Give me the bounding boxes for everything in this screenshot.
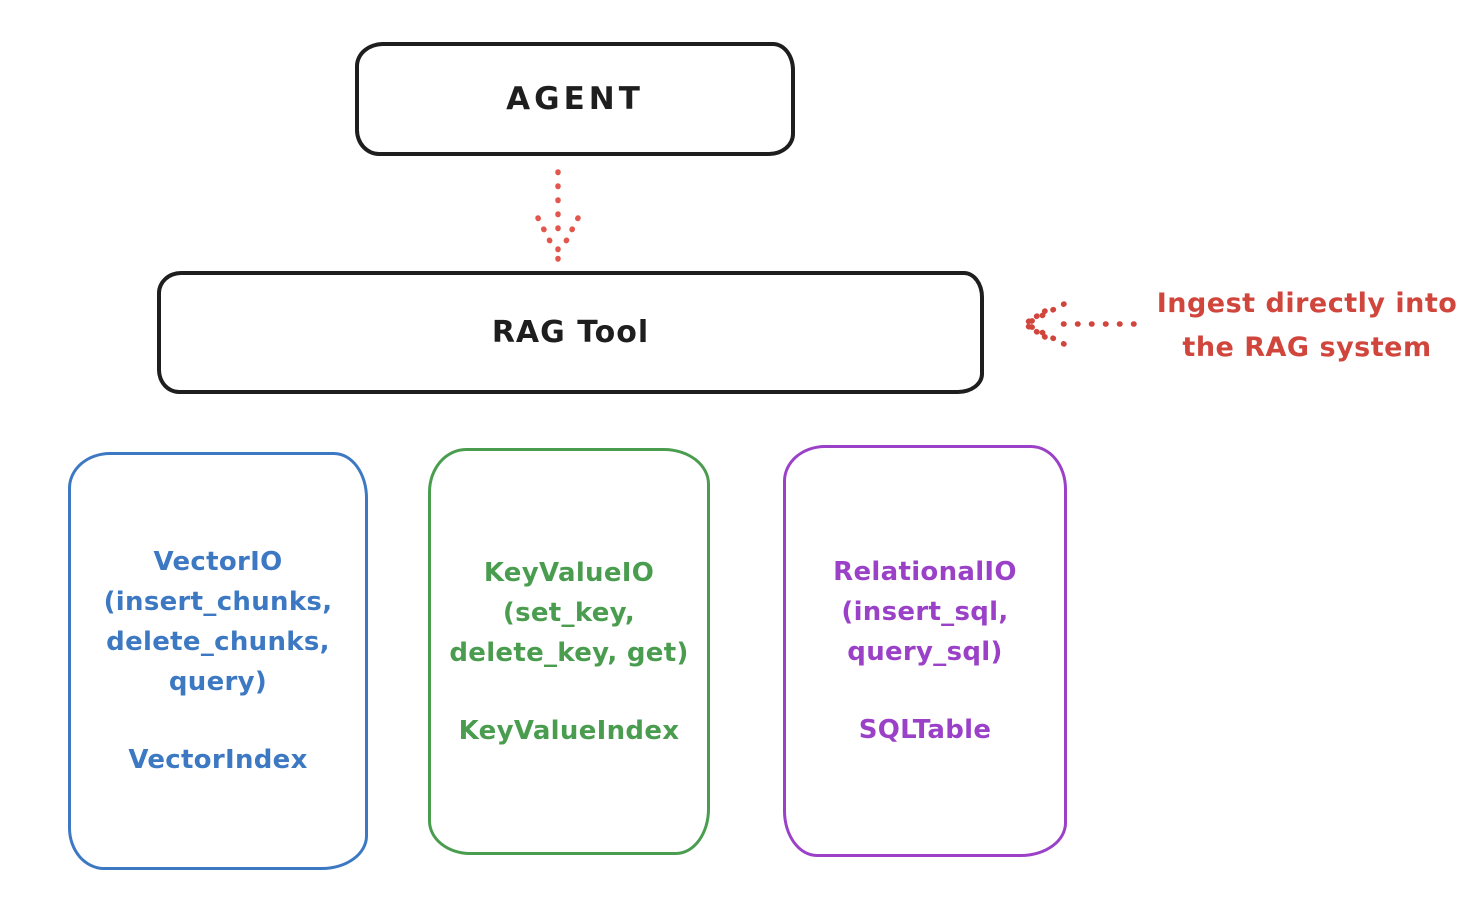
key-value-index-label: KeyValueIndex [458,715,680,746]
ingest-annotation-line1: Ingest directly into [1156,288,1458,319]
vector-io-methods: VectorIO (insert_chunks, delete_chunks, … [104,542,333,702]
store-text-line: RelationalIO [833,557,1017,587]
store-text-line: KeyValueIO [483,557,655,588]
store-text-line: (insert_sql, [841,597,1009,627]
store-text-line: delete_key, get) [449,637,689,668]
store-text-line: VectorIO [153,547,283,577]
agent-node: AGENT [355,42,795,156]
agent-label: AGENT [506,81,644,117]
agent-to-ragtool-arrow [535,169,581,262]
store-text-line: delete_chunks, [106,627,330,657]
sql-table-label: SQLTable [858,715,992,745]
relational-io-box: RelationalIO (insert_sql, query_sql) SQL… [783,445,1067,857]
key-value-io-methods: KeyValueIO (set_key, delete_key, get) [449,553,688,673]
store-text-line: (set_key, [502,597,636,628]
store-text-line: query) [168,667,268,697]
vector-io-box: VectorIO (insert_chunks, delete_chunks, … [68,452,368,870]
ingest-annotation-line2: the RAG system [1182,332,1432,363]
store-text-line: query_sql) [847,637,1003,667]
store-text-line: (insert_chunks, [103,587,333,617]
rag-tool-node: RAG Tool [157,271,984,394]
ingest-arrow [1023,301,1137,347]
key-value-io-box: KeyValueIO (set_key, delete_key, get) Ke… [428,448,710,855]
rag-tool-label: RAG Tool [491,315,650,350]
vector-index-label: VectorIndex [128,745,308,775]
ingest-annotation: Ingest directly into the RAG system [1130,282,1484,370]
relational-io-methods: RelationalIO (insert_sql, query_sql) [833,552,1017,672]
